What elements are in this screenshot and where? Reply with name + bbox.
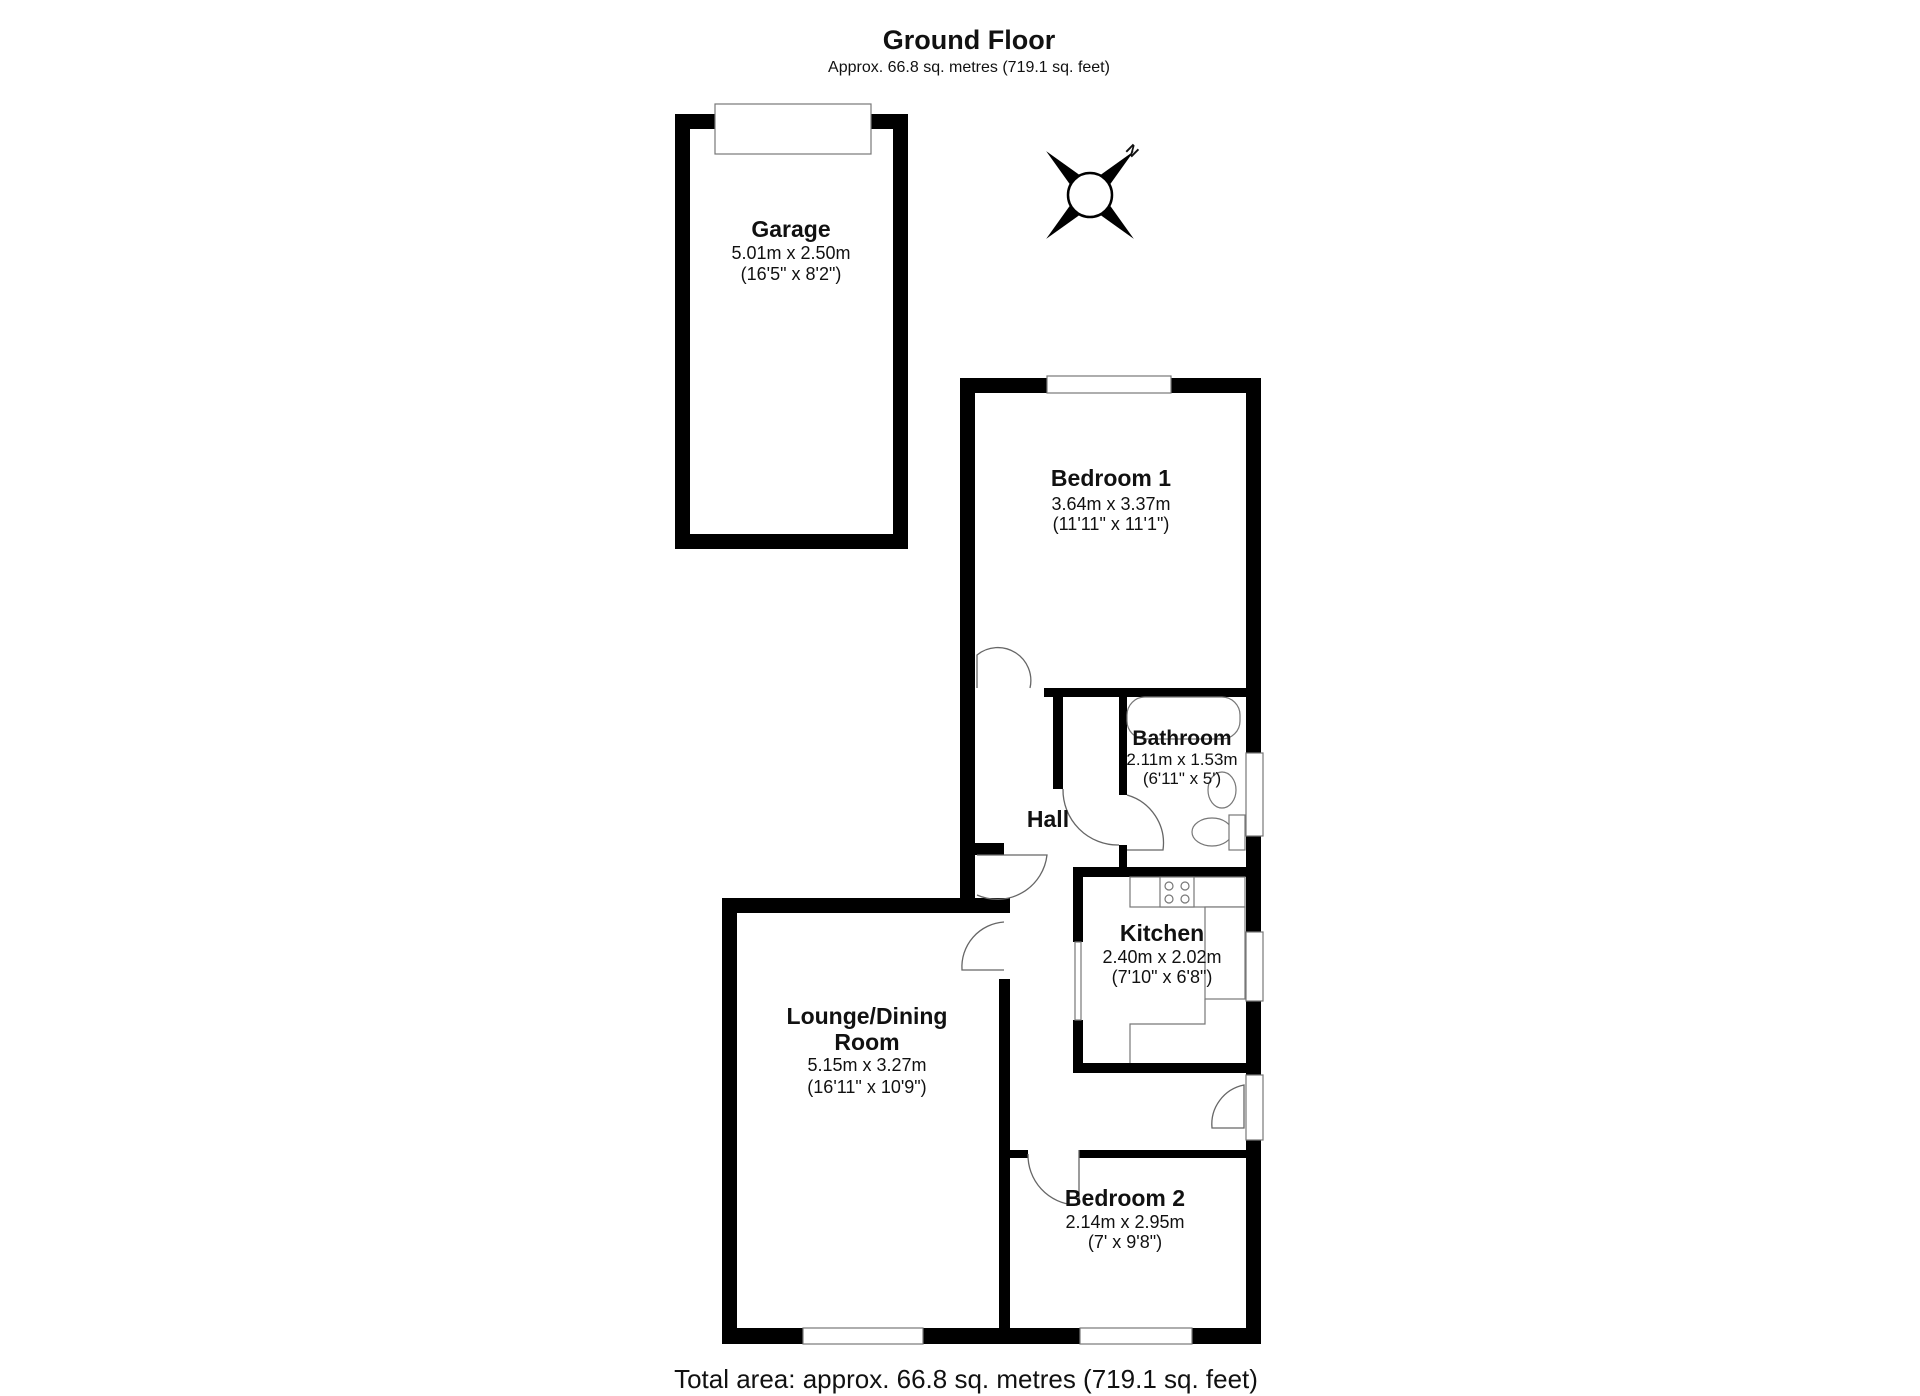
kitchen-name: Kitchen: [1120, 920, 1204, 946]
cistern-icon: [1228, 814, 1246, 851]
lounge-imperial: (16'11" x 10'9"): [807, 1077, 926, 1097]
bathroom-window: [1245, 752, 1264, 837]
hall-name: Hall: [1027, 806, 1069, 832]
lounge-metric: 5.15m x 3.27m: [807, 1055, 926, 1075]
bath-icon: [1126, 696, 1241, 740]
lounge-name-line1: Lounge/Dining: [787, 1003, 948, 1029]
bedroom2-imperial: (7' x 9'8"): [1088, 1232, 1162, 1252]
compass-icon: [1046, 151, 1134, 239]
bathroom-imperial: (6'11" x 5'): [1143, 769, 1221, 788]
garage-name: Garage: [751, 216, 830, 242]
toilet-icon: [1191, 817, 1233, 847]
garage-room: [675, 103, 908, 549]
floor-area-subtitle: Approx. 66.8 sq. metres (719.1 sq. feet): [828, 59, 1110, 76]
bedroom1-imperial: (11'11" x 11'1"): [1053, 514, 1170, 534]
sink-drainer-icon: [1204, 906, 1246, 1000]
garage-metric: 5.01m x 2.50m: [731, 243, 850, 263]
fixtures: [1126, 696, 1246, 1063]
floor-title: Ground Floor: [883, 25, 1056, 55]
kitchen-internal-opening: [1074, 941, 1082, 1021]
kitchen-imperial: (7'10" x 6'8"): [1112, 967, 1213, 987]
bedroom2-metric: 2.14m x 2.95m: [1065, 1212, 1184, 1232]
lounge-window: [802, 1327, 924, 1345]
total-area: Total area: approx. 66.8 sq. metres (719…: [674, 1364, 1258, 1394]
bedroom1-metric: 3.64m x 3.37m: [1051, 494, 1170, 514]
kitchen-window: [1245, 931, 1264, 1002]
basin-icon: [1207, 771, 1237, 809]
bedroom1-name: Bedroom 1: [1051, 465, 1171, 491]
bedroom2-window: [1079, 1327, 1193, 1345]
bathroom-name: Bathroom: [1132, 727, 1231, 750]
bedroom2-name: Bedroom 2: [1065, 1185, 1185, 1211]
garage-imperial: (16'5" x 8'2"): [741, 264, 842, 284]
garage-door: [714, 103, 872, 155]
door-swings: [961, 646, 1245, 1206]
kitchen-metric: 2.40m x 2.02m: [1102, 947, 1221, 967]
lounge-name-line2: Room: [834, 1029, 899, 1055]
hob-icon: [1159, 876, 1195, 908]
bedroom1-window: [1046, 375, 1172, 394]
bathroom-metric: 2.11m x 1.53m: [1126, 750, 1237, 769]
front-door[interactable]: [1245, 1074, 1264, 1141]
